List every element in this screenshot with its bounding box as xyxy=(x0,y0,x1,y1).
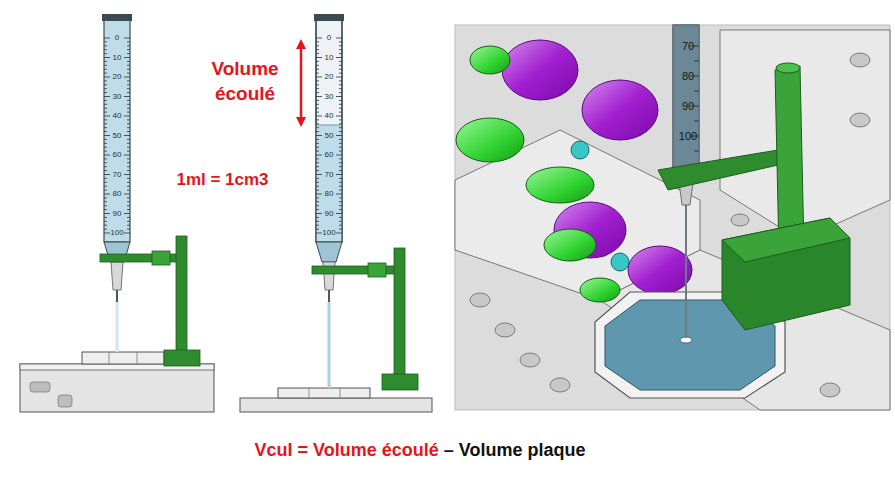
graduation-number: 50 xyxy=(106,132,128,140)
formula-red: Vcul = Volume écoulé xyxy=(255,440,439,460)
graduation-number: 100 xyxy=(675,131,701,142)
graduation-number: 10 xyxy=(106,54,128,62)
graduation-number: 20 xyxy=(106,73,128,81)
graduation-number: 80 xyxy=(318,190,340,198)
graduation-number: 20 xyxy=(318,73,340,81)
graduation-number: 80 xyxy=(106,190,128,198)
graduation-number: 60 xyxy=(318,151,340,159)
graduation-number: 40 xyxy=(318,112,340,120)
graduation-number: 70 xyxy=(318,171,340,179)
graduation-number: 50 xyxy=(318,132,340,140)
graduation-number: 70 xyxy=(106,171,128,179)
graduation-number: 60 xyxy=(106,151,128,159)
graduation-number: 90 xyxy=(318,210,340,218)
graduation-number: 80 xyxy=(675,71,701,82)
graduation-number: 30 xyxy=(318,93,340,101)
graduation-number: 100 xyxy=(318,229,340,237)
unit-note: 1ml = 1cm3 xyxy=(150,170,295,190)
formula-line: Vcul = Volume écoulé – Volume plaque xyxy=(0,439,840,461)
formula-black: – Volume plaque xyxy=(444,440,586,460)
graduation-number: 90 xyxy=(675,101,701,112)
graduation-number: 0 xyxy=(318,34,340,42)
graduation-number: 40 xyxy=(106,112,128,120)
graduation-number: 10 xyxy=(318,54,340,62)
graduation-number: 0 xyxy=(106,34,128,42)
volume-label: Volume écoulé xyxy=(196,56,294,106)
graduation-number: 70 xyxy=(675,41,701,52)
graduation-number: 100 xyxy=(106,229,128,237)
graduation-number: 30 xyxy=(106,93,128,101)
graduation-number: 90 xyxy=(106,210,128,218)
